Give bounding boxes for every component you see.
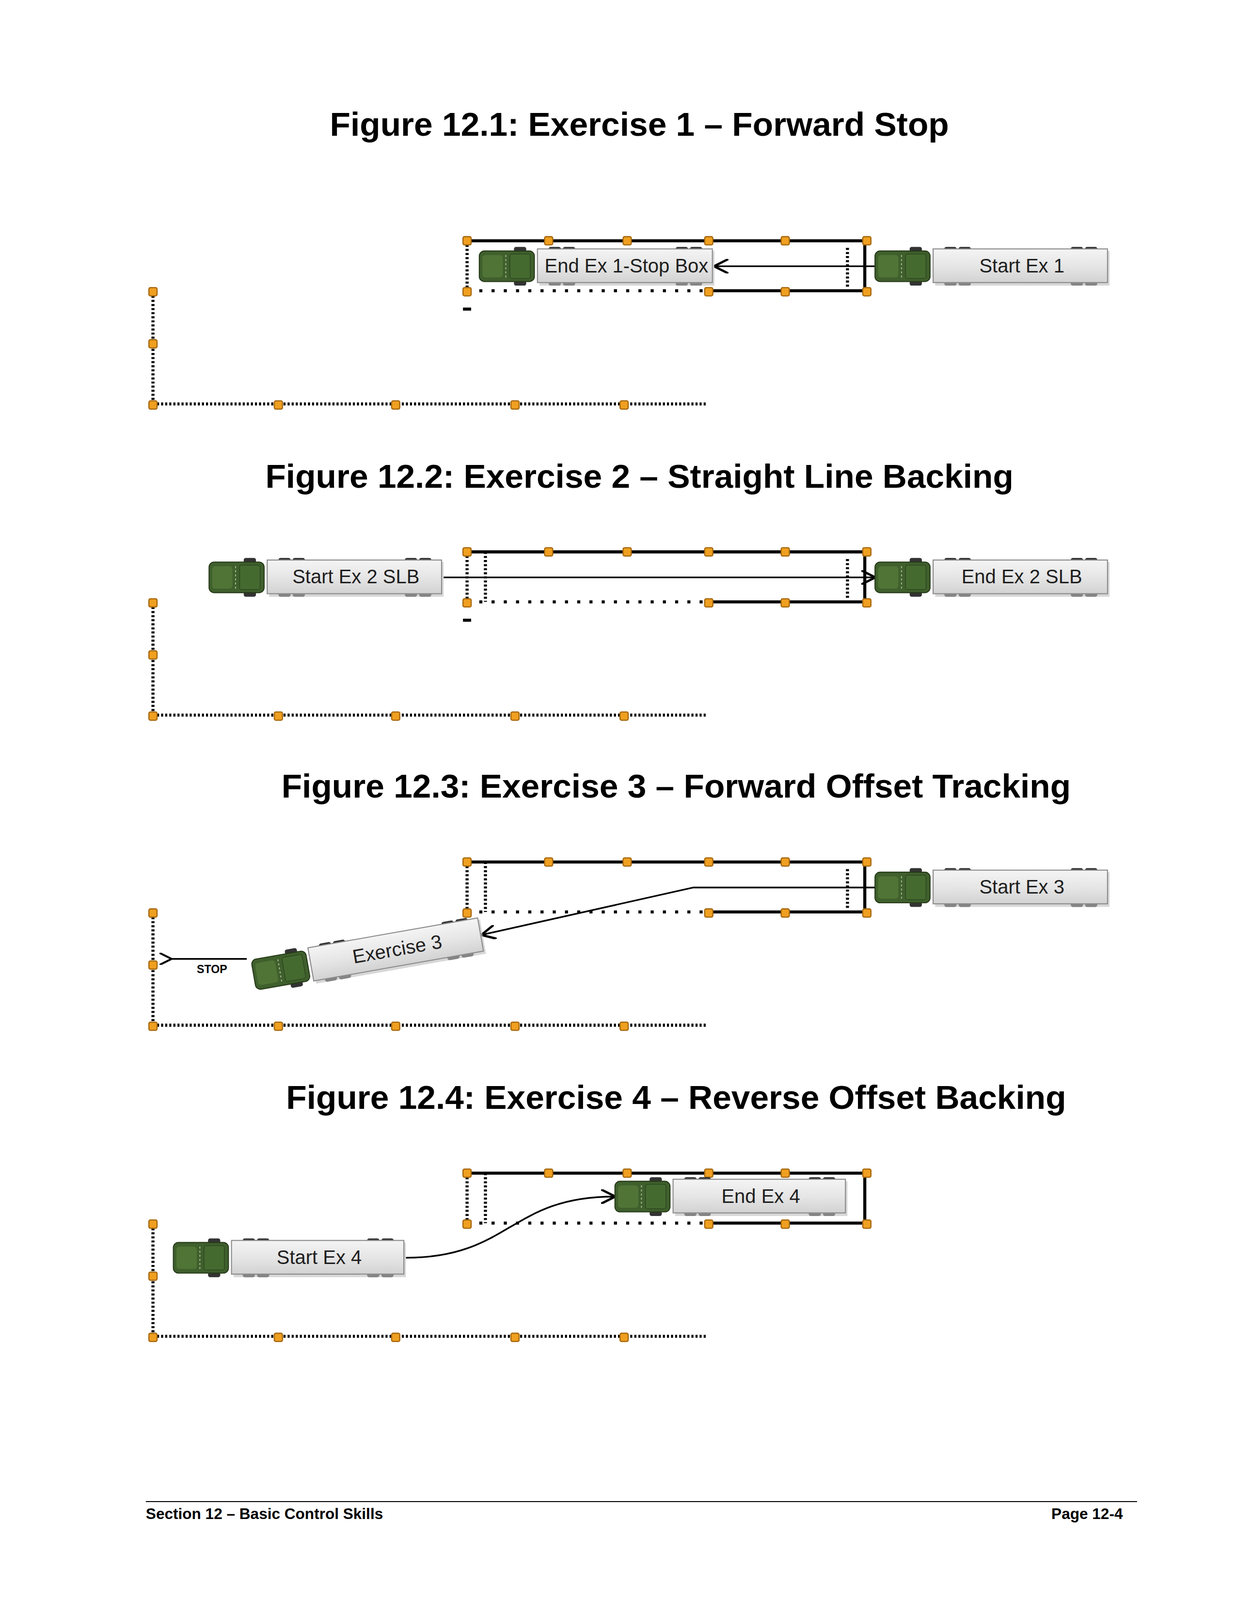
figure-title: Figure 12.4: Exercise 4 – Reverse Offset… — [285, 1077, 1066, 1118]
cab-hood — [482, 254, 503, 278]
figure-title: Figure 12.1: Exercise 1 – Forward Stop — [330, 104, 950, 145]
trailer-label: End Ex 4 — [674, 1184, 848, 1208]
course-fig4 — [148, 1168, 872, 1342]
trailer-label: Start Ex 2 SLB — [268, 565, 444, 589]
stop-label: STOP — [196, 962, 228, 977]
cab-roof — [905, 874, 926, 900]
truck-trailer: Exercise 3 — [250, 916, 487, 993]
cab-windshield — [277, 959, 282, 982]
truck-trailer: End Ex 2 SLB — [874, 558, 1110, 596]
figure-title: Figure 12.3: Exercise 3 – Forward Offset… — [281, 765, 1071, 807]
cab-windshield — [199, 1246, 201, 1269]
cab-windshield — [901, 254, 903, 278]
footer-page: Page 12-4 — [1051, 1504, 1123, 1523]
tractor-cab — [874, 871, 931, 903]
figure-title: Figure 12.2: Exercise 2 – Straight Line … — [265, 455, 1014, 496]
tractor-cab — [251, 950, 311, 990]
path-arrow — [405, 1196, 614, 1258]
course-fig1 — [148, 236, 872, 410]
tractor-cab — [208, 561, 265, 593]
inner-dotted-lines — [485, 247, 848, 1223]
tractor-cab — [173, 1242, 229, 1273]
cab-windshield — [901, 875, 903, 899]
trailer-label: Start Ex 1 — [934, 254, 1110, 278]
cab-roof — [905, 565, 926, 590]
course-fig3 — [148, 857, 872, 1030]
tractor-cab — [479, 251, 535, 282]
cab-hood — [212, 566, 233, 589]
footer-rule — [145, 1500, 1138, 1502]
trailer-label: Start Ex 4 — [232, 1245, 407, 1269]
stop-arrow — [170, 957, 247, 960]
truck-trailer: End Ex 1-Stop Box — [479, 247, 715, 285]
cab-hood — [618, 1185, 639, 1208]
truck-trailer: Start Ex 4 — [173, 1238, 407, 1276]
cab-hood — [878, 254, 899, 278]
course-fig2 — [148, 547, 872, 721]
cab-windshield — [901, 566, 903, 589]
trailer-label: Start Ex 3 — [934, 875, 1110, 899]
trailer-label: End Ex 2 SLB — [934, 565, 1110, 589]
cab-roof — [905, 253, 926, 279]
footer-section: Section 12 – Basic Control Skills — [145, 1504, 383, 1523]
cab-windshield — [505, 254, 507, 278]
cab-roof — [645, 1184, 666, 1209]
cab-roof — [239, 565, 260, 590]
cab-windshield — [640, 1185, 642, 1208]
cab-roof — [204, 1245, 225, 1270]
cab-hood — [176, 1246, 197, 1269]
tractor-cab — [874, 251, 931, 282]
cab-hood — [254, 959, 279, 986]
cab-roof — [509, 253, 531, 279]
cab-windshield — [235, 566, 237, 589]
tractor-cab — [615, 1180, 671, 1212]
truck-trailer: Start Ex 1 — [874, 247, 1110, 285]
truck-trailer: Start Ex 2 SLB — [208, 558, 444, 596]
trailer-label: End Ex 1-Stop Box — [538, 254, 715, 278]
cab-roof — [281, 953, 306, 982]
cab-hood — [878, 875, 899, 899]
tractor-cab — [874, 561, 931, 593]
marker-dashes — [462, 309, 472, 930]
truck-trailer: End Ex 4 — [615, 1177, 848, 1215]
path-arrow — [443, 576, 874, 578]
path-arrow — [482, 887, 875, 935]
cab-hood — [878, 566, 899, 589]
truck-trailer: Start Ex 3 — [874, 869, 1110, 906]
path-arrow — [715, 265, 875, 267]
